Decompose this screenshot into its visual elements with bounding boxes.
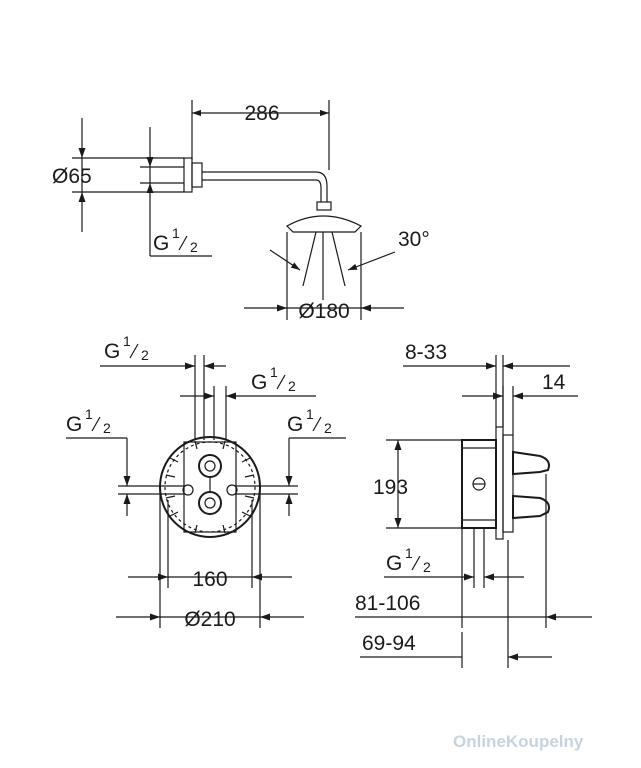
handle-upper	[512, 450, 550, 476]
port-right	[226, 484, 238, 496]
valve-upper-inner	[204, 460, 216, 472]
shower-arm	[202, 171, 328, 202]
svg-text:2: 2	[103, 420, 111, 436]
spray-line-right	[331, 231, 346, 287]
cover-thickness-label: 14	[542, 371, 566, 394]
svg-text:G: G	[104, 340, 120, 363]
port-left	[182, 484, 194, 496]
side-wall-plate	[495, 426, 504, 540]
spray-line-left	[302, 231, 317, 287]
spray-angle-label: 30°	[398, 228, 430, 251]
svg-text:2: 2	[423, 559, 431, 575]
svg-text:G: G	[287, 413, 303, 436]
shower-head	[286, 215, 363, 233]
angle-leader-right	[347, 251, 396, 271]
flange-diameter-label: Ø65	[52, 165, 92, 188]
valve-lower-inner	[204, 497, 216, 509]
flange-plate	[191, 162, 203, 188]
svg-text:2: 2	[288, 378, 296, 394]
install-depth-1-label: 81-106	[355, 592, 420, 615]
bottom-connection-label: G 1 2	[386, 545, 431, 575]
head-diameter-label: Ø180	[298, 300, 349, 323]
dim-65-arrow-bottom	[78, 192, 86, 202]
svg-text:1: 1	[172, 225, 180, 241]
svg-text:1: 1	[306, 406, 314, 422]
valve-lower	[198, 491, 222, 515]
dim-thread-arrow-bottom	[146, 183, 154, 193]
shower-arm-lower	[202, 179, 322, 202]
top-left-connection-label: G 1 2	[104, 333, 149, 363]
svg-text:G: G	[153, 232, 169, 255]
height-label: 193	[373, 476, 408, 499]
shower-head-view: 286 Ø65 G 1 2 30° Ø180	[52, 100, 430, 323]
side-view: 8-33 14 193 G 1 2 81-106	[355, 341, 592, 668]
front-view: G 1 2 G 1 2 G 1 2	[66, 333, 346, 631]
dim-thread-arrow-top	[146, 157, 154, 167]
handle-lower	[512, 494, 550, 520]
outer-diameter-label: Ø210	[184, 608, 235, 631]
svg-text:G: G	[251, 371, 267, 394]
left-connection-label: G 1 2	[66, 406, 111, 436]
svg-text:2: 2	[141, 347, 149, 363]
svg-text:2: 2	[324, 420, 332, 436]
wall-flange	[183, 157, 193, 193]
plate-ribs	[165, 440, 255, 534]
head-connector	[316, 201, 332, 211]
top-right-connection-label: G 1 2	[251, 364, 296, 394]
watermark: OnlineKoupelny	[453, 732, 584, 751]
side-cover	[502, 434, 514, 533]
svg-text:2: 2	[190, 239, 198, 255]
install-depth-2-label: 69-94	[362, 632, 416, 655]
inner-width-label: 160	[192, 568, 227, 591]
dim-65-arrow-top	[78, 148, 86, 158]
angle-leader-left	[269, 249, 301, 271]
depth-range-label: 8-33	[405, 341, 447, 364]
arm-length-label: 286	[244, 102, 279, 125]
valve-upper	[198, 454, 222, 478]
right-connection-label: G 1 2	[287, 406, 332, 436]
svg-text:1: 1	[123, 333, 131, 349]
svg-text:G: G	[386, 552, 402, 575]
arm-connection-label: G 1 2	[153, 225, 198, 255]
svg-text:G: G	[66, 413, 82, 436]
svg-text:1: 1	[270, 364, 278, 380]
svg-text:1: 1	[85, 406, 93, 422]
svg-text:1: 1	[405, 545, 413, 561]
